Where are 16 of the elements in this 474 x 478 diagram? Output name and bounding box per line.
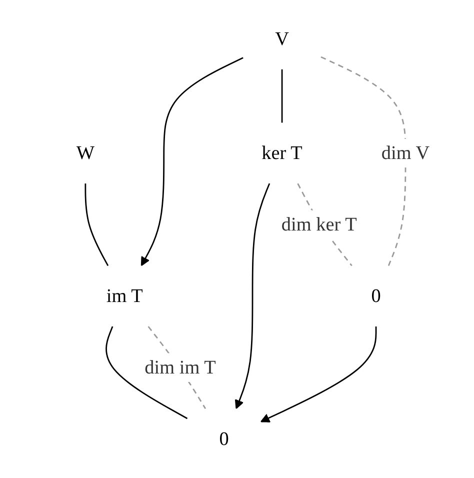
arrow bbox=[140, 57, 244, 266]
node-text: ker T bbox=[262, 142, 302, 164]
node-text: 0 bbox=[219, 428, 229, 450]
node-text: W bbox=[76, 142, 95, 164]
node-text: V bbox=[275, 28, 289, 50]
edge-label: dim ker T bbox=[281, 213, 357, 235]
node-text: 0 bbox=[371, 284, 381, 306]
node-text: im T bbox=[106, 284, 143, 306]
edge-label: dim im T bbox=[144, 356, 216, 378]
arrow bbox=[234, 183, 270, 410]
connector bbox=[281, 69, 283, 123]
edge-label: dim V bbox=[381, 142, 430, 164]
connector bbox=[320, 56, 406, 266]
connector bbox=[106, 326, 188, 420]
arrow bbox=[260, 326, 377, 422]
connector bbox=[84, 184, 109, 266]
